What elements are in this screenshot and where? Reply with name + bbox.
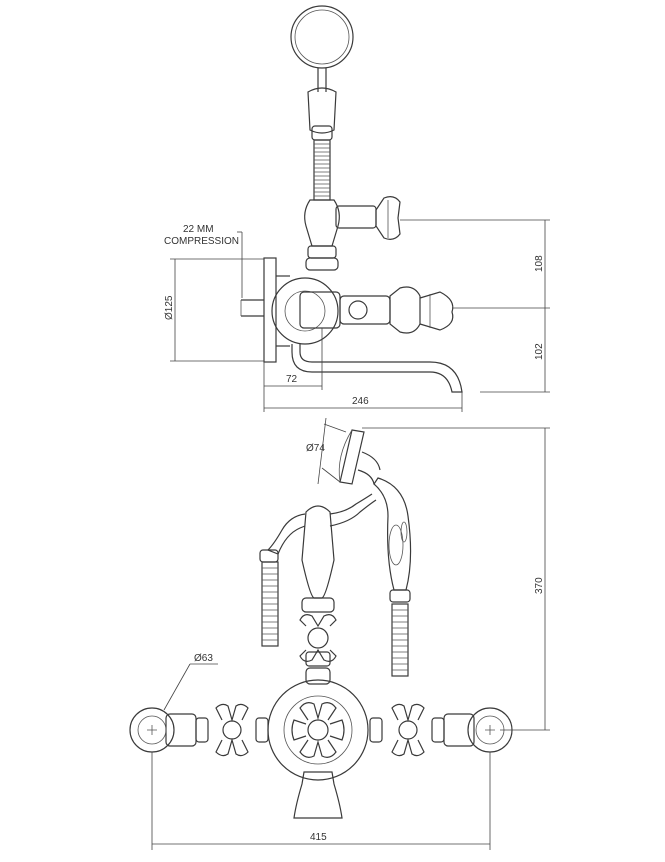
front-gooseneck [266, 513, 306, 555]
side-view [240, 5, 463, 393]
side-hose [313, 139, 331, 201]
side-handset-head [290, 5, 354, 69]
label-dia-63: Ø63 [194, 653, 213, 664]
label-dia-125: Ø125 [164, 295, 175, 320]
label-compression: COMPRESSION [164, 236, 239, 247]
label-72: 72 [286, 374, 298, 385]
side-bath-spout [291, 344, 463, 393]
side-wall-flange [263, 257, 277, 363]
label-246: 246 [352, 396, 369, 407]
side-riser [304, 199, 340, 247]
front-handset-handle [373, 477, 412, 591]
label-415: 415 [310, 832, 327, 843]
front-view [129, 429, 513, 819]
front-right-cross [391, 703, 425, 757]
front-diverter-cross [299, 614, 337, 662]
front-spout [293, 771, 343, 819]
front-left-cross [215, 703, 249, 757]
label-dia-74: Ø74 [306, 443, 325, 454]
label-22mm: 22 MM [183, 224, 214, 235]
front-central-cross [291, 702, 345, 758]
side-lower-handle [389, 286, 421, 334]
front-handset-head [339, 429, 365, 485]
label-370: 370 [534, 577, 545, 594]
side-handset-cradle [307, 87, 337, 134]
label-102: 102 [534, 343, 545, 360]
label-108: 108 [534, 255, 545, 272]
side-upper-handle [375, 196, 401, 240]
front-view-dimensions: Ø74 370 Ø63 415 [151, 417, 550, 850]
side-valve-body [271, 277, 339, 345]
front-valve-body [267, 679, 369, 781]
side-view-dimensions: 22 MM COMPRESSION Ø125 72 246 108 102 [164, 219, 550, 412]
front-riser [301, 505, 335, 599]
